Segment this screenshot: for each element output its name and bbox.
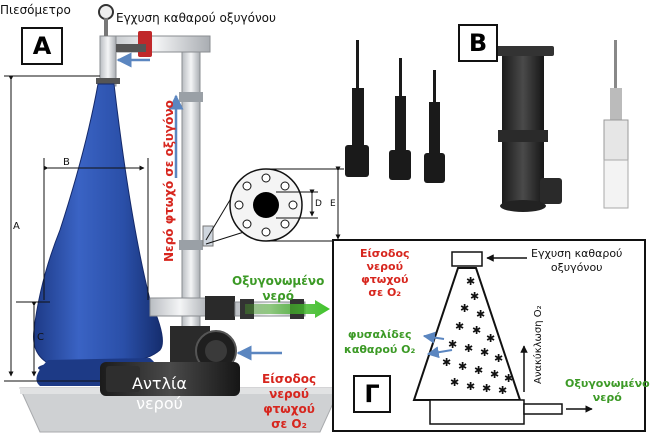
bubble-mark: ✱ <box>466 380 475 393</box>
inset-oxygen-line-1: Εγχυση καθαρού <box>531 247 623 260</box>
inset-inlet-label: Είσοδος νερού φτωχού σε O₂ <box>360 247 410 299</box>
flow-arrows <box>116 52 282 361</box>
bubble-mark: ✱ <box>482 382 491 395</box>
inset-bubbles-line-2: καθαρού O₂ <box>344 343 416 356</box>
inset-inlet-line-4: σε O₂ <box>368 286 402 299</box>
bottom-pipe <box>149 296 330 320</box>
inset-outlet-label: Οξυγονωμένο νερό <box>565 377 650 405</box>
inlet-line-4: σε O₂ <box>271 417 307 431</box>
bubble-mark: ✱ <box>474 364 483 377</box>
top-manifold <box>96 4 211 87</box>
pump-line-2: νερού <box>136 394 183 413</box>
oxygenated-water-line-2: νερό <box>262 289 295 303</box>
pump-label: Αντλία νερού <box>132 374 187 414</box>
dimension-d-label: D <box>315 199 322 209</box>
inset-bubbles-label: φυσαλίδες καθαρού O₂ <box>344 327 415 357</box>
inset-inlet-line-3: φτωχού <box>361 273 409 286</box>
pump-line-1: Αντλία <box>132 374 187 393</box>
inlet-line-1: Είσοδος <box>262 372 317 386</box>
bubble-mark: ✱ <box>448 338 457 351</box>
inlet-line-3: φτωχού <box>263 402 315 416</box>
inlet-label: Είσοδος νερού φτωχού σε O₂ <box>262 372 316 432</box>
dimension-b-label: B <box>63 157 70 168</box>
oxygen-cone <box>33 83 163 386</box>
bubble-mark: ✱ <box>472 324 481 337</box>
bubble-mark: ✱ <box>476 308 485 321</box>
inset-bubbles-line-1: φυσαλίδες <box>347 328 412 341</box>
bubble-mark: ✱ <box>464 342 473 355</box>
product-photos <box>345 40 629 212</box>
bubble-mark: ✱ <box>494 352 503 365</box>
bubble-mark: ✱ <box>498 384 507 397</box>
bubble-mark: ✱ <box>480 346 489 359</box>
dimension-c <box>16 301 50 377</box>
bubble-mark: ✱ <box>504 372 513 385</box>
bubble-mark: ✱ <box>450 376 459 389</box>
bubble-mark: ✱ <box>486 332 495 345</box>
water-pump <box>100 326 240 396</box>
inset-oxygen-injection-label: Εγχυση καθαρού οξυγόνου <box>531 247 622 275</box>
bubble-mark: ✱ <box>458 360 467 373</box>
oxygen-injection-label: Εγχυση καθαρού οξυγόνου <box>116 11 276 25</box>
bubble-mark: ✱ <box>466 275 475 288</box>
bubble-mark: ✱ <box>442 356 451 369</box>
inset-outlet-line-1: Οξυγονωμένο <box>565 377 650 390</box>
inlet-line-2: νερού <box>269 387 309 401</box>
oxygenated-water-label: Οξυγονωμένο νερό <box>232 274 324 304</box>
inset-inlet-line-1: Είσοδος <box>360 247 410 260</box>
panel-label-g: Γ <box>353 375 391 413</box>
inset-oxygen-line-2: οξυγόνου <box>550 261 603 274</box>
flange-detail <box>205 166 344 245</box>
dimension-a-label: A <box>13 221 20 232</box>
dimension-a <box>4 75 100 382</box>
dimension-b <box>43 158 149 300</box>
dimension-c-label: C <box>37 332 44 343</box>
bubble-mark: ✱ <box>490 368 499 381</box>
inset-outlet-line-2: νερό <box>592 391 622 404</box>
panel-label-a: A <box>21 27 63 65</box>
bubble-mark: ✱ <box>460 302 469 315</box>
inset-recirculation-label: Ανακύκλωση O₂ <box>533 305 544 384</box>
inset-inlet-line-2: νερού <box>366 260 404 273</box>
oxygen-poor-water-label: Νερό φτωχό σε οξυγόνο <box>162 100 176 262</box>
oxygenated-water-line-1: Οξυγονωμένο <box>232 274 325 288</box>
bubble-mark: ✱ <box>470 290 479 303</box>
panel-label-b: B <box>458 24 498 62</box>
dimension-e-label: E <box>330 199 336 209</box>
piezometer-label: Πιεσόμετρο <box>0 3 71 17</box>
bubble-mark: ✱ <box>455 320 464 333</box>
